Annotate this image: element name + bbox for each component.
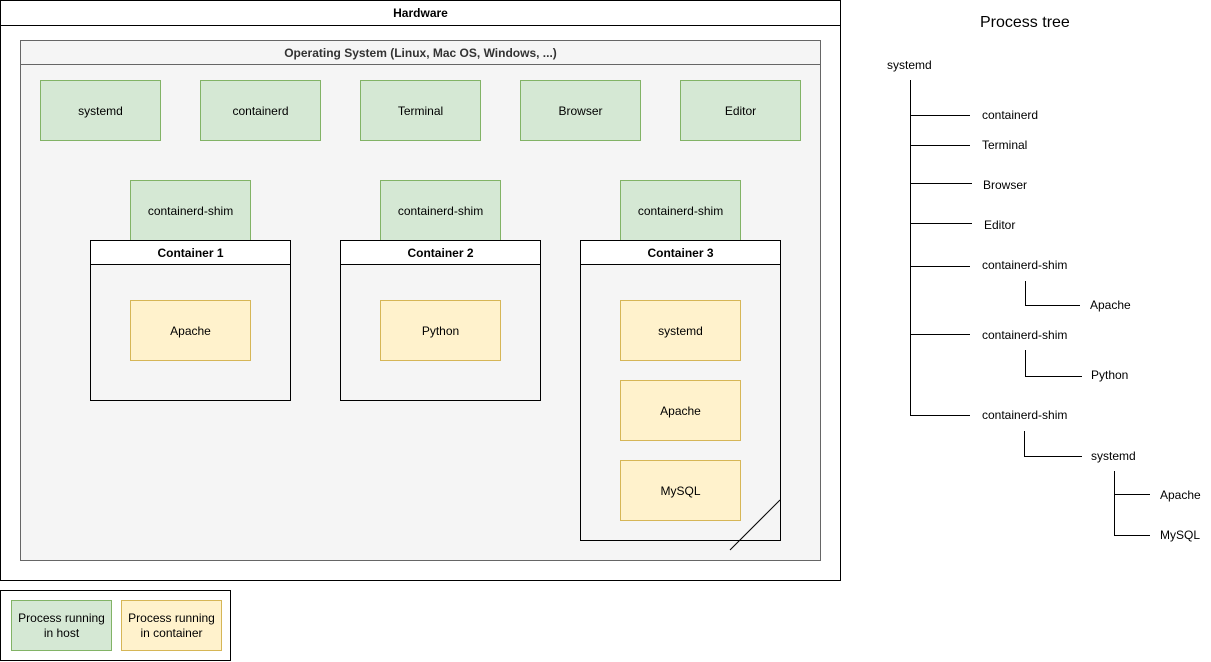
- container-2: Container 2: [340, 240, 541, 401]
- container-2-process-python: Python: [380, 300, 501, 361]
- tree-node-containerd: containerd: [982, 108, 1039, 122]
- container-1-process-apache: Apache: [130, 300, 251, 361]
- host-process-containerd: containerd: [200, 80, 321, 141]
- tree-node-root-systemd: systemd: [887, 58, 932, 72]
- tree-node-shim-1-apache: Apache: [1090, 298, 1131, 312]
- tree-node-browser: Browser: [983, 178, 1028, 192]
- shim-3: containerd-shim: [620, 180, 741, 241]
- tree-node-shim-2-python: Python: [1091, 368, 1129, 382]
- tree-node-shim-3-systemd: systemd: [1091, 449, 1136, 463]
- shim-2: containerd-shim: [380, 180, 501, 241]
- container-3-process-mysql: MySQL: [620, 460, 741, 521]
- tree-node-terminal: Terminal: [982, 138, 1028, 152]
- legend-container: Process running in container: [121, 600, 222, 651]
- os-title: Operating System (Linux, Mac OS, Windows…: [21, 41, 820, 65]
- container-3-process-apache: Apache: [620, 380, 741, 441]
- host-process-browser: Browser: [520, 80, 641, 141]
- host-process-editor: Editor: [680, 80, 801, 141]
- host-process-terminal: Terminal: [360, 80, 481, 141]
- legend-host: Process running in host: [11, 600, 112, 651]
- shim-1: containerd-shim: [130, 180, 251, 241]
- container-3-title: Container 3: [581, 241, 780, 265]
- container-3-process-systemd: systemd: [620, 300, 741, 361]
- tree-node-shim-2: containerd-shim: [982, 328, 1068, 342]
- hardware-title: Hardware: [1, 1, 840, 26]
- tree-node-shim-1: containerd-shim: [982, 258, 1068, 272]
- container-1: Container 1: [90, 240, 291, 401]
- tree-node-shim-3: containerd-shim: [982, 408, 1068, 422]
- container-2-title: Container 2: [341, 241, 540, 265]
- tree-node-shim-3-mysql: MySQL: [1160, 528, 1201, 542]
- corner-diagonal-line: [729, 499, 781, 551]
- tree-node-editor: Editor: [984, 218, 1016, 232]
- process-tree-title: Process tree: [980, 14, 1070, 31]
- container-1-title: Container 1: [91, 241, 290, 265]
- host-process-systemd: systemd: [40, 80, 161, 141]
- tree-node-shim-3-apache: Apache: [1160, 488, 1201, 502]
- legend: Process running in host Process running …: [0, 590, 231, 661]
